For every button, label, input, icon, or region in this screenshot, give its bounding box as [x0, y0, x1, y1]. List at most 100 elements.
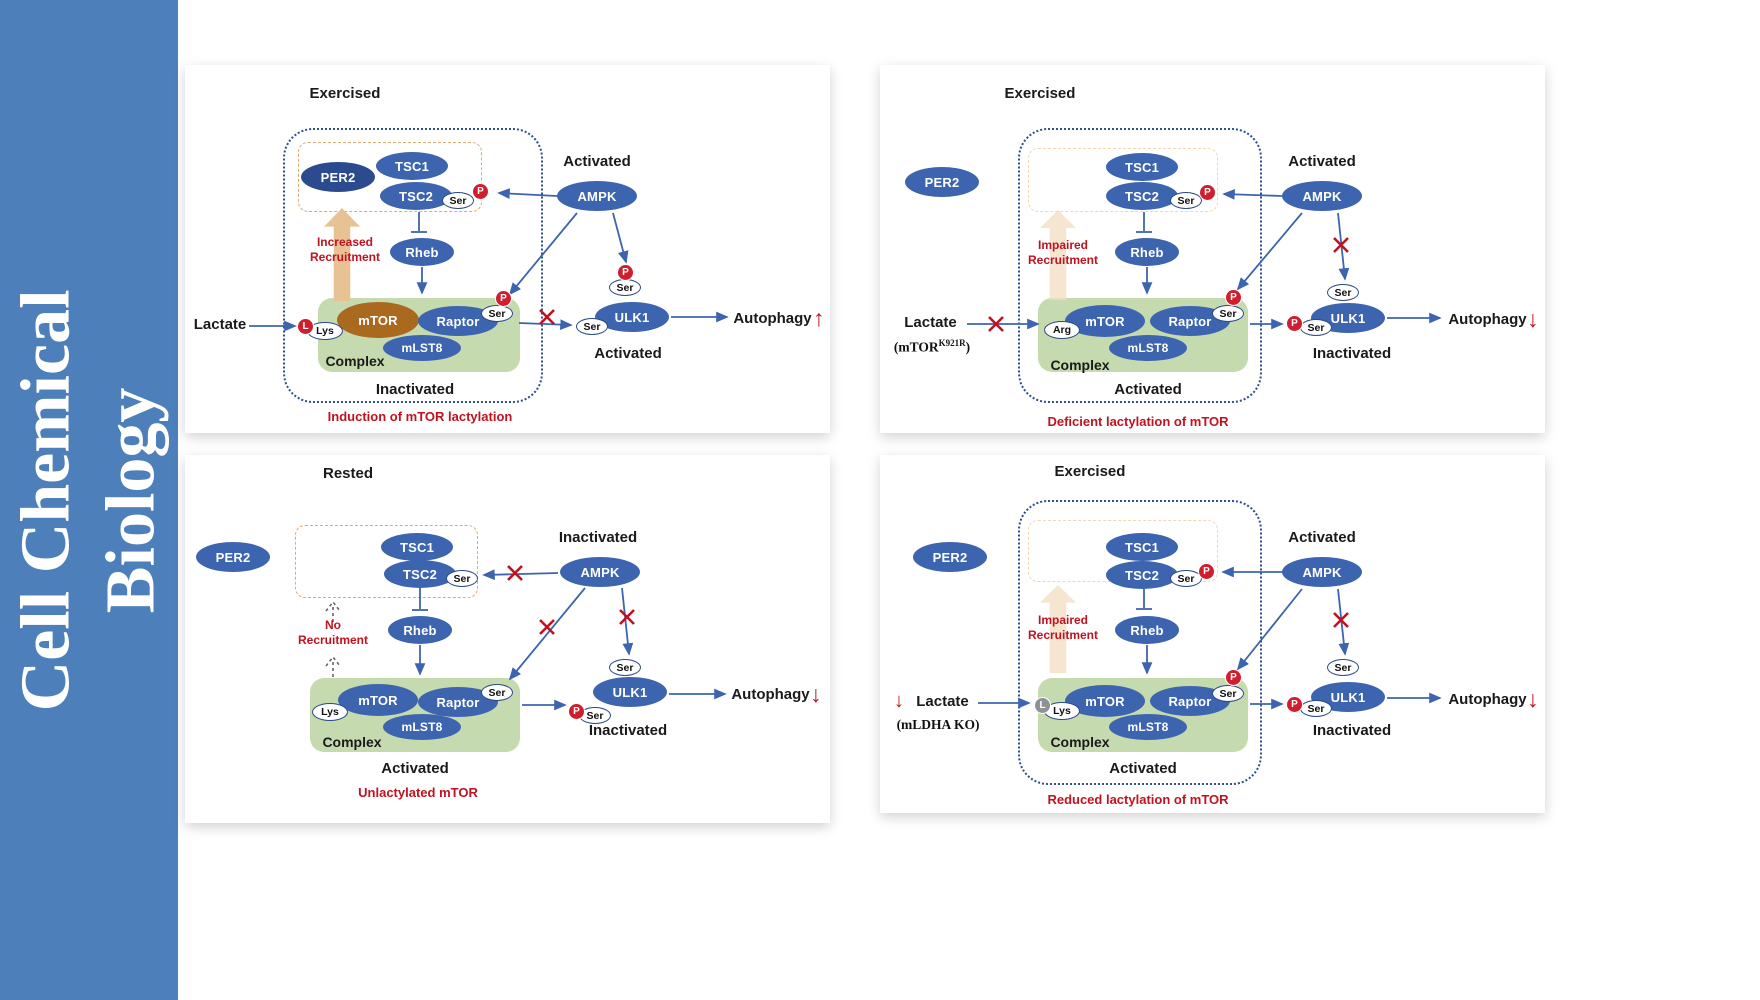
knockout-label: (mLDHA KO)	[896, 717, 980, 732]
ulk1-top-phospho-badge: P	[617, 264, 634, 281]
lactate-label: Lactate	[193, 316, 247, 333]
tsc1-node: TSC1	[1106, 153, 1178, 181]
rheb-node: Rheb	[390, 238, 454, 266]
rheb-node: Rheb	[388, 616, 452, 644]
panel-title: Exercised	[1004, 85, 1076, 102]
ulk1-state-label: Inactivated	[1312, 345, 1392, 362]
ampk-state-label: Activated	[1288, 529, 1356, 546]
complex-label: Complex	[322, 734, 382, 750]
per2-tsc-dashed-box	[1028, 148, 1218, 212]
panel-title: Exercised	[1054, 463, 1126, 480]
lactate-label: Lactate	[916, 693, 969, 710]
pathway-arrows	[325, 565, 727, 711]
mtor-lys-site: Lys	[307, 322, 343, 340]
ulk1-state-label: Inactivated	[588, 722, 668, 739]
ampk-node: AMPK	[1282, 557, 1362, 587]
panel-caption: Reduced lactylation of mTOR	[1047, 792, 1229, 807]
tsc2-ser-site: Ser	[1170, 570, 1202, 587]
recruitment-note: No Recruitment	[297, 618, 368, 647]
complex-state-label: Activated	[1114, 381, 1182, 398]
raptor-phospho-badge: P	[495, 290, 512, 307]
ulk1-ser-left-site: Ser	[1300, 319, 1332, 336]
tsc2-ser-site: Ser	[442, 192, 474, 209]
ulk1-ser-top-site: Ser	[1327, 284, 1359, 301]
raptor-node: Raptor	[418, 687, 498, 717]
ampk-node: AMPK	[557, 181, 637, 211]
panel-title: Exercised	[309, 85, 381, 102]
lactate-decrease-arrow: ↓	[894, 690, 904, 712]
ampk-node: AMPK	[560, 557, 640, 587]
autophagy-label: Autophagy	[1448, 691, 1527, 708]
mlst8-node: mLST8	[383, 714, 461, 740]
tsc2-phospho-badge: P	[1198, 563, 1215, 580]
panel-caption: Induction of mTOR lactylation	[327, 409, 513, 424]
autophagy-direction-arrow: ↓	[810, 681, 822, 707]
mtor-lys-site: Lys	[312, 703, 348, 721]
per2-node: PER2	[913, 542, 987, 572]
ulk1-ser-top-site: Ser	[609, 659, 641, 676]
ulk1-node: ULK1	[593, 677, 667, 707]
tsc2-node: TSC2	[1106, 561, 1178, 589]
journal-title: Cell Chemical Biology	[4, 289, 175, 711]
lactate-label: Lactate	[904, 314, 957, 331]
panel-exercised-mldha-ko: Exercised PER2 TSC1 TSC2 Ser P Activated…	[880, 455, 1545, 813]
complex-state-label: Activated	[1109, 760, 1177, 777]
per2-node: PER2	[301, 162, 375, 192]
ulk1-state-label: Inactivated	[1312, 722, 1392, 739]
ampk-node: AMPK	[1282, 181, 1362, 211]
recruitment-note: Impaired Recruitment	[1027, 238, 1098, 267]
ulk1-ser-left-site: Ser	[579, 707, 611, 724]
tsc1-node: TSC1	[381, 533, 453, 561]
tsc2-node: TSC2	[384, 560, 456, 588]
per2-node: PER2	[905, 167, 979, 197]
rheb-node: Rheb	[1115, 238, 1179, 266]
ulk1-ser-left-site: Ser	[576, 318, 608, 335]
ulk1-state-label: Activated	[594, 345, 662, 362]
mlst8-node: mLST8	[1109, 714, 1187, 740]
raptor-phospho-badge: P	[1225, 289, 1242, 306]
ampk-state-label: Activated	[563, 153, 631, 170]
tsc1-node: TSC1	[1106, 533, 1178, 561]
ulk1-left-phospho-badge: P	[568, 703, 585, 720]
panel-title: Rested	[322, 465, 374, 482]
complex-label: Complex	[1050, 357, 1110, 373]
mutant-label: (mTORK921R)	[893, 338, 971, 355]
journal-banner: Cell Chemical Biology	[0, 0, 178, 1000]
recruitment-note: Impaired Recruitment	[1027, 613, 1098, 642]
autophagy-direction-arrow: ↓	[1527, 686, 1539, 712]
raptor-ser-site: Ser	[481, 305, 513, 322]
mlst8-node: mLST8	[1109, 335, 1187, 361]
autophagy-label: Autophagy	[731, 686, 810, 703]
panel-caption: Deficient lactylation of mTOR	[1047, 414, 1229, 429]
recruitment-note: Increased Recruitment	[309, 235, 380, 264]
raptor-ser-site: Ser	[1212, 685, 1244, 702]
autophagy-direction-arrow: ↓	[1527, 306, 1539, 332]
ulk1-left-phospho-badge: P	[1286, 696, 1303, 713]
autophagy-label: Autophagy	[1448, 311, 1527, 328]
raptor-ser-site: Ser	[481, 684, 513, 701]
tsc2-node: TSC2	[380, 182, 452, 210]
panel-caption: Unlactylated mTOR	[358, 785, 478, 800]
per2-node: PER2	[196, 542, 270, 572]
per2-tsc-dashed-box	[295, 525, 478, 598]
lactyl-badge: L	[297, 318, 314, 335]
complex-label: Complex	[325, 353, 385, 369]
autophagy-label: Autophagy	[733, 310, 812, 327]
autophagy-direction-arrow: ↑	[813, 305, 825, 331]
tsc2-phospho-badge: P	[1199, 184, 1216, 201]
ulk1-left-phospho-badge: P	[1286, 315, 1303, 332]
ampk-state-label: Inactivated	[558, 529, 638, 546]
journal-title-line2: Biology	[93, 387, 171, 613]
mtor-node: mTOR	[338, 684, 418, 716]
rheb-node: Rheb	[1115, 616, 1179, 644]
panel-rested-unlactylated: Rested PER2 TSC1 TSC2 Ser Inactivated AM…	[185, 455, 830, 823]
blocked-x-marks	[1333, 612, 1349, 628]
tsc1-node: TSC1	[376, 152, 448, 180]
tsc2-node: TSC2	[1106, 182, 1178, 210]
complex-state-label: Inactivated	[375, 381, 455, 398]
journal-title-line1: Cell Chemical	[7, 289, 85, 711]
mtor-lys-site: Lys	[1044, 702, 1080, 720]
complex-label: Complex	[1050, 734, 1110, 750]
raptor-ser-site: Ser	[1212, 305, 1244, 322]
tsc2-ser-site: Ser	[446, 570, 478, 587]
